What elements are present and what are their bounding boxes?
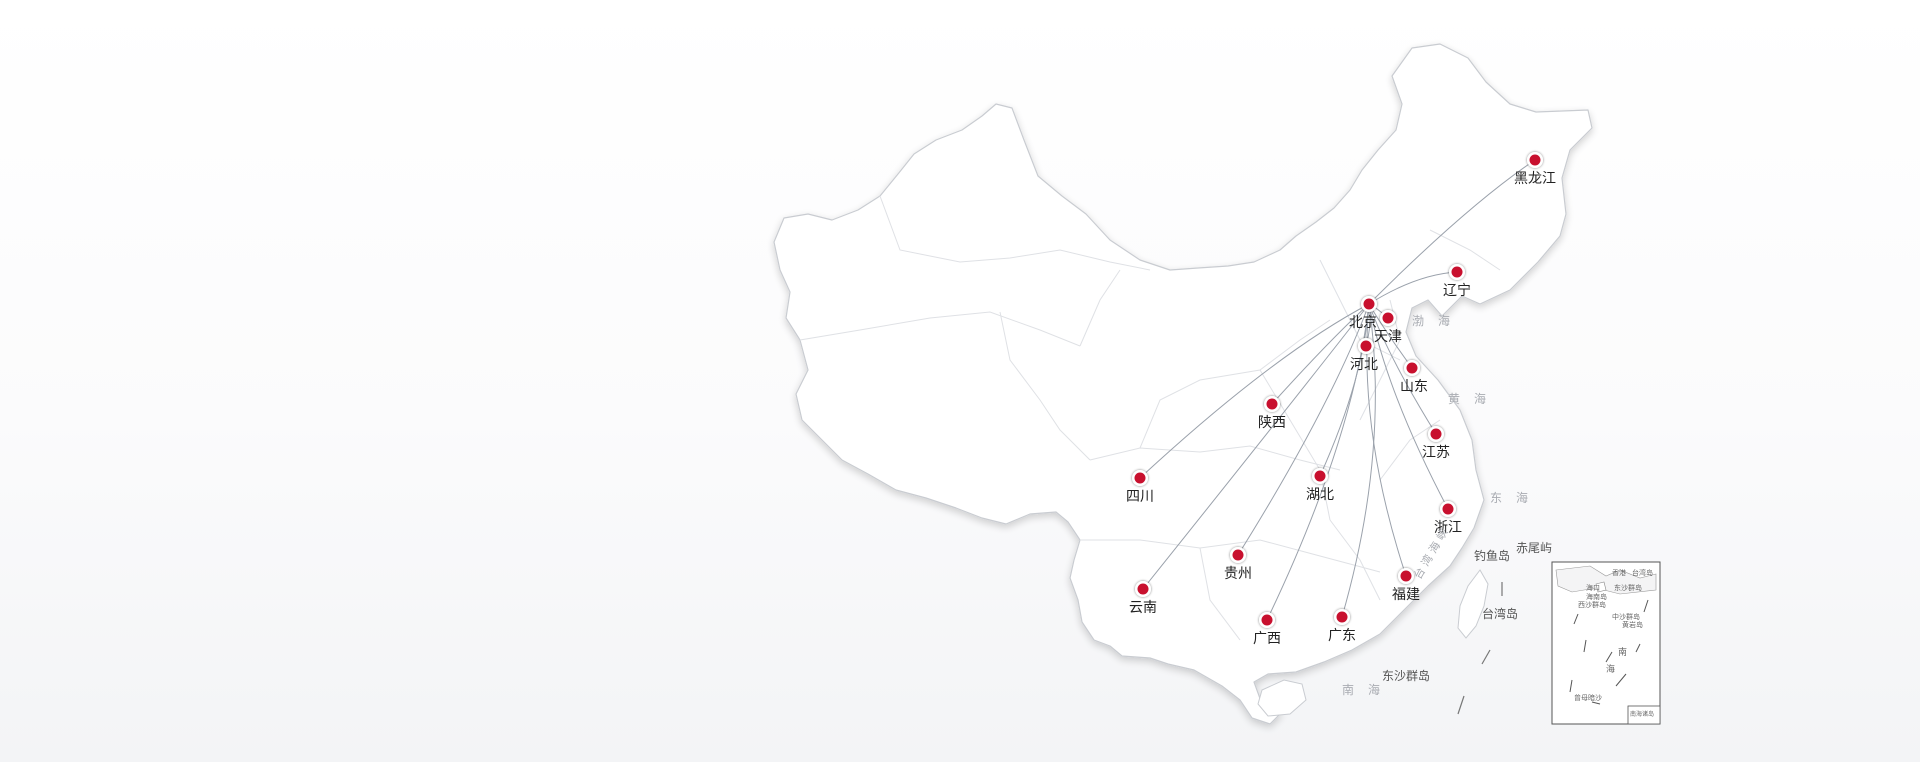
route-arc-12 [1366, 303, 1407, 577]
city-marker-4[interactable]: 河北 [1350, 338, 1378, 373]
inset-label-title: 南海诸岛 [1630, 710, 1654, 718]
inset-label-taiwan: 台湾岛 [1632, 568, 1653, 577]
route-arc-6 [1271, 303, 1370, 405]
city-marker-1[interactable]: 辽宁 [1443, 264, 1471, 299]
city-label: 陕西 [1258, 415, 1286, 431]
city-label: 浙江 [1434, 520, 1462, 536]
inset-label-dongsha: 东沙群岛 [1614, 583, 1642, 592]
hainan-island [1257, 679, 1307, 717]
city-marker-15[interactable]: 广东 [1328, 609, 1356, 644]
route-arc-0 [1368, 159, 1536, 305]
city-marker-12[interactable]: 福建 [1392, 568, 1420, 603]
city-dot [1336, 611, 1348, 623]
city-dot [1134, 472, 1146, 484]
route-arc-11 [1237, 303, 1370, 556]
inset-label-xisha: 西沙群岛 [1578, 600, 1606, 609]
city-marker-10[interactable]: 浙江 [1434, 501, 1462, 536]
inset-label-hai: 海 [1606, 663, 1615, 675]
sea-label-nanhai: 南海 [1342, 682, 1394, 697]
city-label: 云南 [1129, 600, 1157, 616]
city-dot [1430, 428, 1442, 440]
city-dot [1442, 503, 1454, 515]
maritime-dashes [1457, 582, 1503, 715]
city-dot [1360, 340, 1372, 352]
city-label: 江苏 [1422, 445, 1450, 461]
route-arc-7 [1368, 303, 1437, 435]
inset-label-zengmu: 曾母暗沙 [1574, 693, 1602, 702]
city-label: 福建 [1392, 587, 1420, 603]
route-arcs [1139, 159, 1536, 621]
city-label: 黑龙江 [1514, 171, 1556, 187]
city-marker-8[interactable]: 四川 [1126, 470, 1154, 505]
city-label: 北京 [1349, 315, 1377, 331]
sea-label-bohai: 渤海 [1412, 313, 1464, 328]
island-label-dongsha: 东沙群岛 [1382, 668, 1430, 683]
island-label-chiwei: 赤尾屿 [1516, 541, 1552, 555]
city-dot [1406, 362, 1418, 374]
route-arc-13 [1142, 303, 1370, 590]
city-label: 天津 [1374, 329, 1402, 345]
city-label: 广西 [1253, 631, 1281, 647]
south-china-sea-inset: 海口 海南岛 西沙群岛 东沙群岛 中沙群岛 黄岩岛 南 海 曾母暗沙 香港 台湾… [1551, 561, 1661, 725]
city-marker-11[interactable]: 贵州 [1224, 547, 1252, 582]
city-dot [1314, 470, 1326, 482]
taiwan-island [1457, 569, 1489, 639]
city-marker-13[interactable]: 云南 [1129, 581, 1157, 616]
inset-label-hainan: 海南岛 [1586, 592, 1607, 601]
city-marker-14[interactable]: 广西 [1253, 612, 1281, 647]
city-marker-0[interactable]: 黑龙江 [1514, 152, 1556, 187]
city-marker-3[interactable]: 天津 [1374, 310, 1402, 345]
inset-label-haikou: 海口 [1586, 583, 1600, 592]
inset-label-zhongsha: 中沙群岛 [1612, 612, 1640, 621]
city-marker-6[interactable]: 陕西 [1258, 396, 1286, 431]
city-dot [1529, 154, 1541, 166]
route-arc-8 [1139, 303, 1370, 479]
route-arc-1 [1368, 271, 1458, 305]
sea-label-donghai: 东海 [1490, 490, 1542, 505]
city-dot [1137, 583, 1149, 595]
inset-label-nan: 南 [1618, 646, 1627, 658]
city-marker-7[interactable]: 江苏 [1422, 426, 1450, 461]
city-label: 辽宁 [1443, 282, 1471, 299]
sea-label-huanghai: 黄海 [1448, 391, 1500, 406]
city-label: 山东 [1400, 379, 1428, 395]
island-label-taiwan: 台湾岛 [1482, 606, 1518, 621]
city-label: 四川 [1126, 489, 1154, 505]
city-label: 河北 [1350, 357, 1378, 373]
inset-label-hongkong: 香港 [1612, 568, 1626, 577]
city-label: 湖北 [1306, 487, 1334, 503]
city-dot [1363, 298, 1375, 310]
country-outline [773, 43, 1593, 725]
route-arc-15 [1341, 303, 1376, 618]
route-arc-10 [1368, 303, 1449, 510]
city-label: 贵州 [1224, 566, 1252, 582]
city-dot [1382, 312, 1394, 324]
city-dot [1400, 570, 1412, 582]
inset-label-huangyan: 黄岩岛 [1622, 620, 1643, 629]
city-marker-2[interactable]: 北京 [1349, 296, 1377, 331]
city-dot [1261, 614, 1273, 626]
city-dot [1451, 266, 1463, 278]
city-marker-9[interactable]: 湖北 [1306, 468, 1334, 503]
city-dot [1266, 398, 1278, 410]
city-dot [1232, 549, 1244, 561]
city-label: 广东 [1328, 628, 1356, 644]
island-label-diaoyu: 钓鱼岛 [1474, 548, 1510, 563]
city-marker-5[interactable]: 山东 [1400, 360, 1428, 395]
